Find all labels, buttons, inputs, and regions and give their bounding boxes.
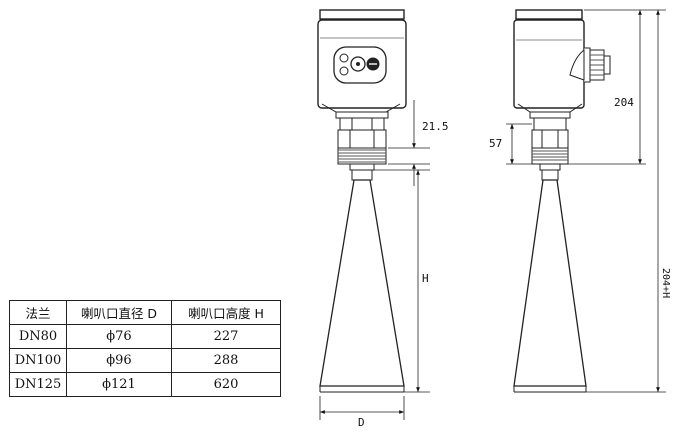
button-left-icon xyxy=(339,53,349,63)
button-left-lower-icon xyxy=(339,66,349,76)
dim-horn-height: H xyxy=(422,272,429,285)
table-row: DN80 ϕ76 227 xyxy=(9,324,281,349)
front-dimensions xyxy=(319,100,430,420)
dim-horn-diameter: D xyxy=(358,416,365,429)
cell-flange: DN100 xyxy=(9,348,67,373)
cell-height: 620 xyxy=(171,372,281,397)
side-dimensions xyxy=(506,9,666,393)
dim-thread-height: 57 xyxy=(489,137,502,150)
cell-height: 227 xyxy=(171,324,281,349)
header-flange: 法兰 xyxy=(9,300,67,325)
cell-diameter: ϕ96 xyxy=(66,348,172,373)
cell-diameter: ϕ121 xyxy=(66,372,172,397)
cell-flange: DN80 xyxy=(9,324,67,349)
table-row: DN100 ϕ96 288 xyxy=(9,348,281,373)
spec-table: 法兰 喇叭口直径 D 喇叭口高度 H DN80 ϕ76 227 DN100 ϕ9… xyxy=(9,300,281,397)
dim-flange-gap: 21.5 xyxy=(422,120,449,133)
header-horn-height: 喇叭口高度 H xyxy=(171,300,281,325)
table-header-row: 法兰 喇叭口直径 D 喇叭口高度 H xyxy=(9,300,281,325)
table-row: DN125 ϕ121 620 xyxy=(9,372,281,397)
dim-total-height: 204+H xyxy=(660,268,671,298)
dim-housing-height: 204 xyxy=(614,96,634,109)
cell-height: 288 xyxy=(171,348,281,373)
header-horn-diameter: 喇叭口直径 D xyxy=(66,300,172,325)
cell-flange: DN125 xyxy=(9,372,67,397)
front-view xyxy=(317,9,407,393)
side-view xyxy=(513,9,611,393)
cell-diameter: ϕ76 xyxy=(66,324,172,349)
